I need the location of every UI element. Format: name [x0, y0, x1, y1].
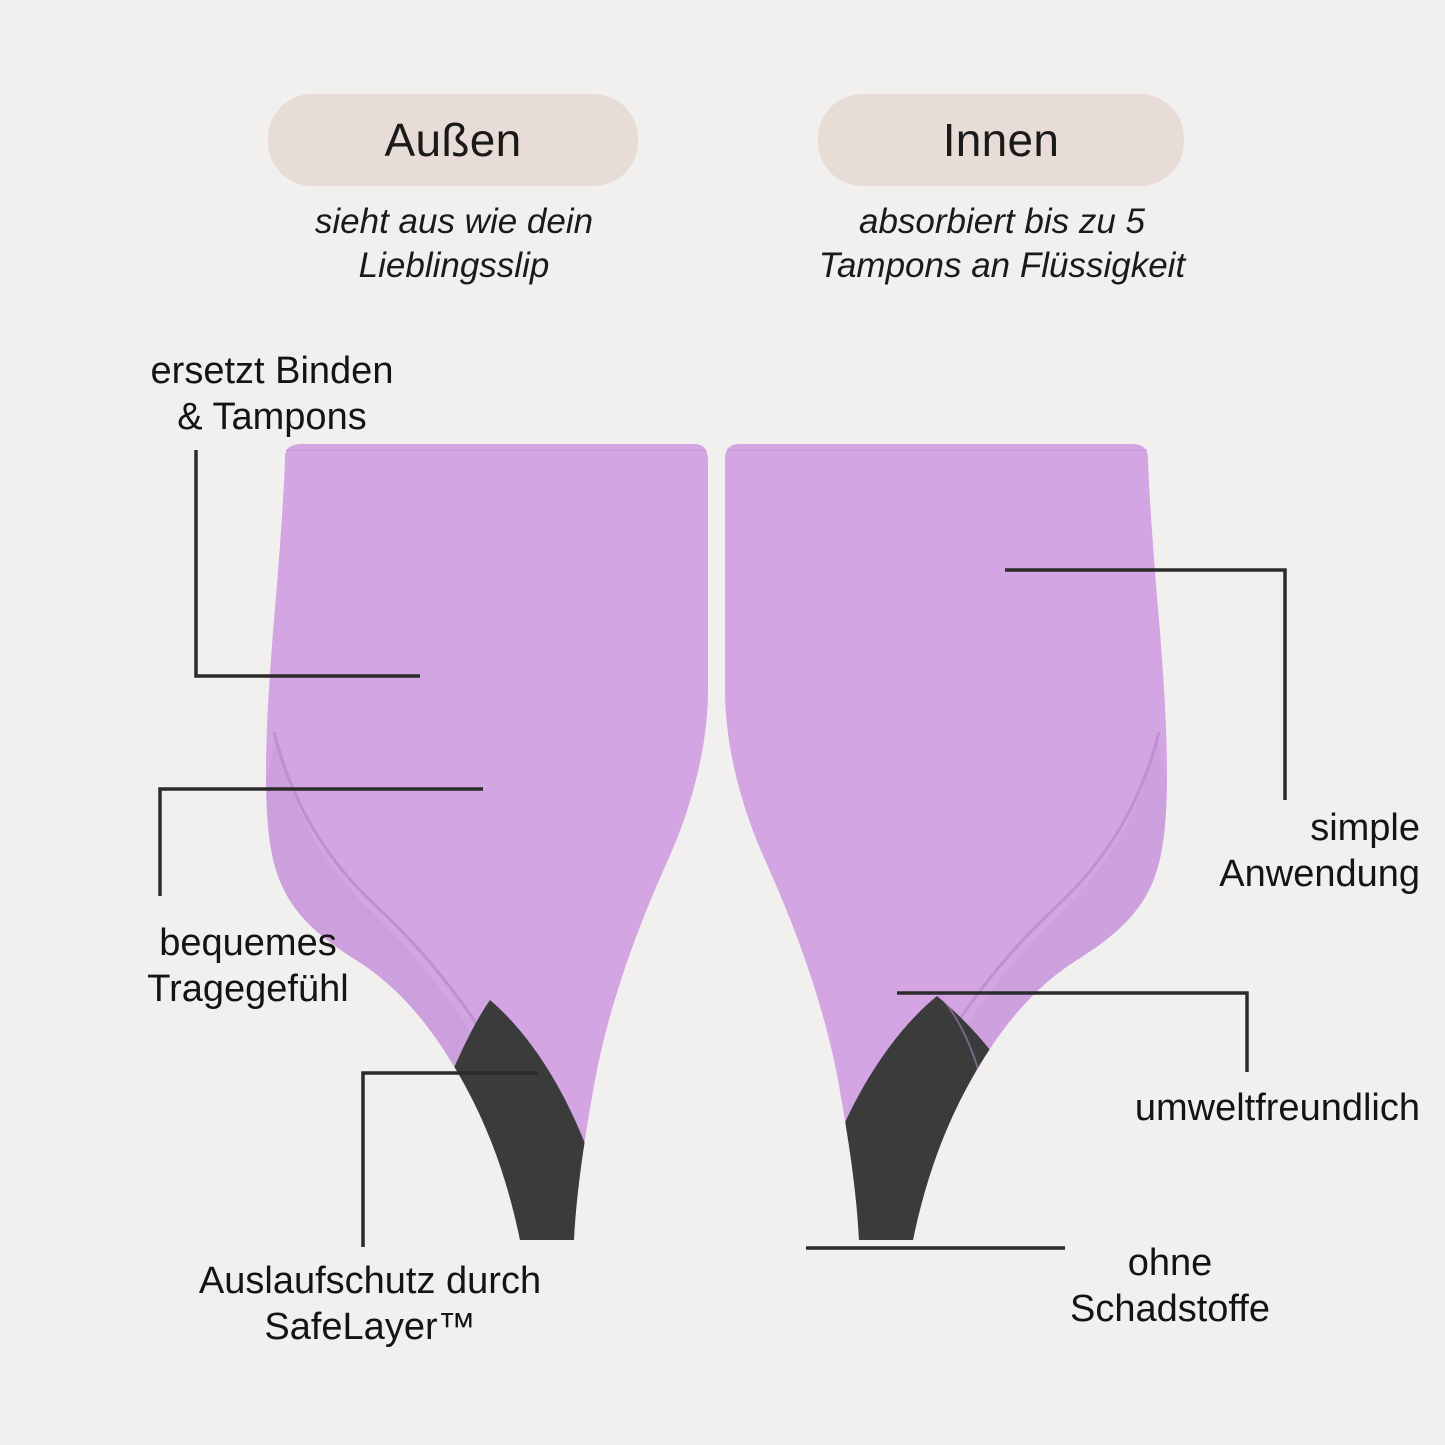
callout-auslaufschutz-safelayer: Auslaufschutz durch SafeLayer™: [198, 1260, 542, 1349]
callout-ersetzt-binden-tampons: ersetzt Binden & Tampons: [150, 350, 394, 439]
callout-umweltfreundlich: umweltfreundlich: [1134, 1087, 1420, 1129]
callout-ohne-schadstoffe: ohne Schadstoffe: [1069, 1242, 1270, 1331]
pill-innen-label: Innen: [942, 114, 1060, 166]
product-outside-illustration: [190, 440, 710, 1260]
callout-bequemes-tragegefuehl: bequemes Tragegefühl: [147, 922, 349, 1011]
callout-simple-anwendung: simple Anwendung: [1219, 807, 1420, 896]
subcaption-innen: absorbiert bis zu 5 Tampons an Flüssigke…: [818, 202, 1186, 286]
pill-aussen: Außen: [268, 94, 638, 186]
pill-innen: Innen: [818, 94, 1184, 186]
pill-aussen-label: Außen: [384, 114, 522, 166]
subcaption-aussen: sieht aus wie dein Lieblingsslip: [314, 202, 594, 286]
